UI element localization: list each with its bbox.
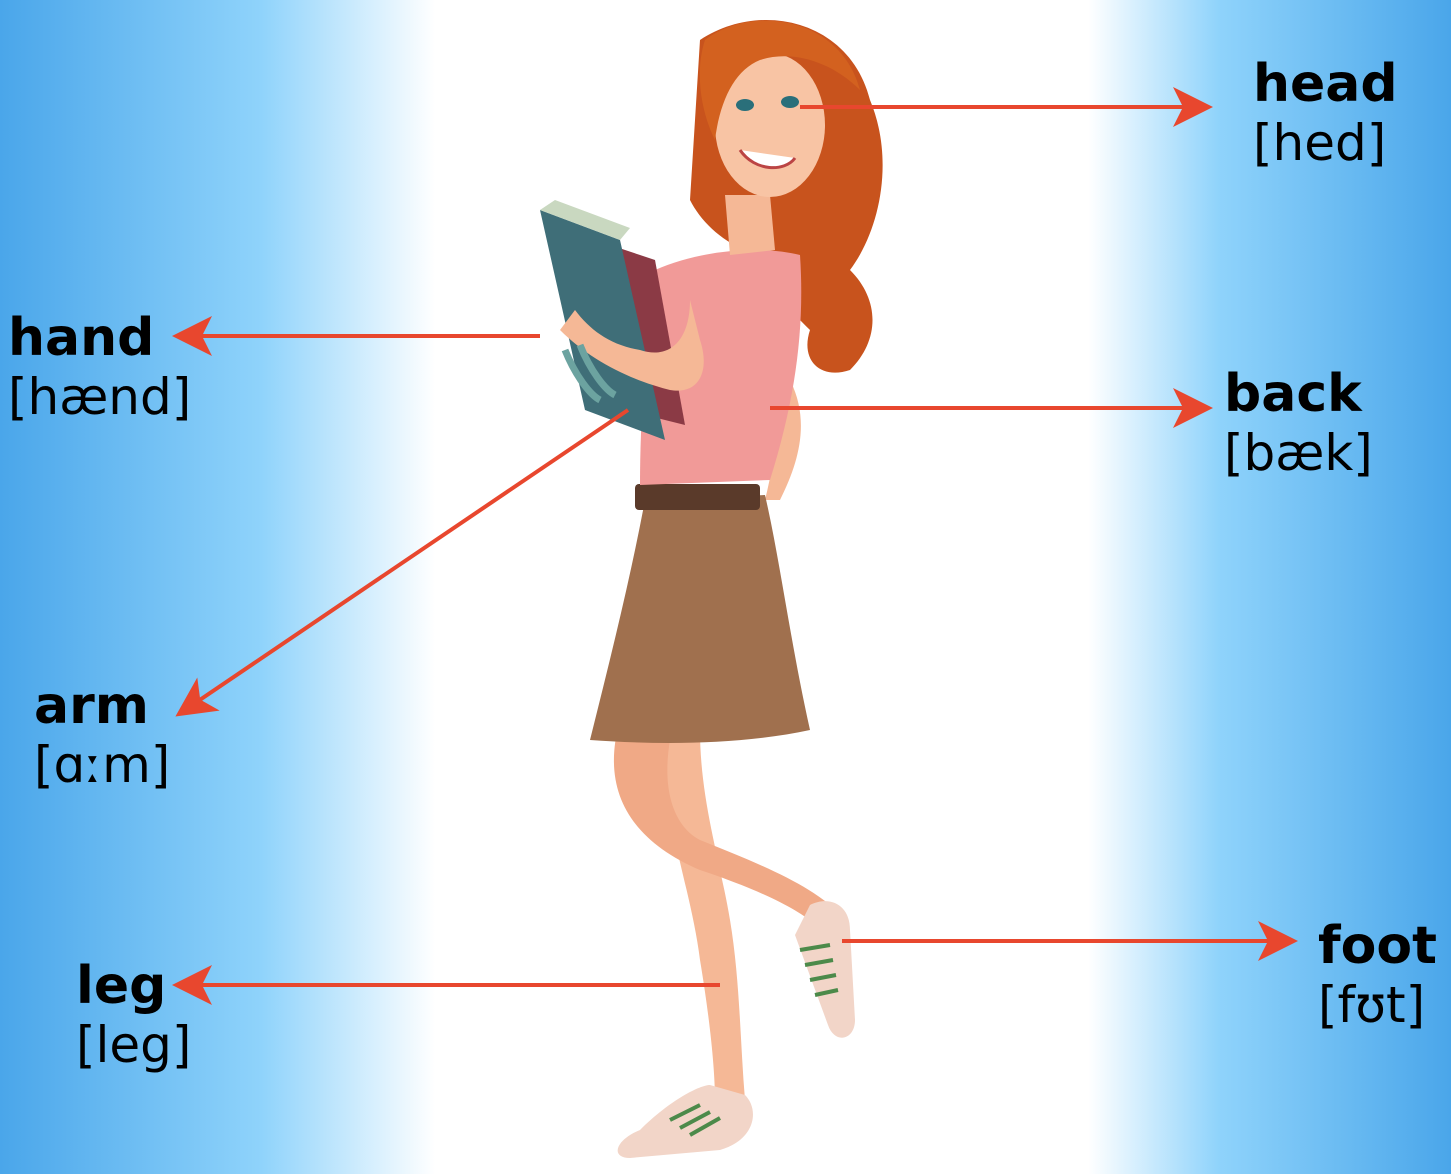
woman-illustration: [540, 20, 883, 1158]
label-back-ipa: [bæk]: [1224, 428, 1373, 478]
label-head-ipa: [hed]: [1253, 118, 1398, 168]
label-back: back [bæk]: [1224, 368, 1373, 478]
label-arm: arm [ɑːm]: [34, 680, 170, 790]
label-foot-ipa: [fʊt]: [1318, 980, 1437, 1030]
label-leg: leg [leg]: [76, 960, 191, 1070]
books: [540, 200, 685, 440]
label-foot-word: foot: [1318, 920, 1437, 972]
label-leg-word: leg: [76, 960, 191, 1012]
label-arm-word: arm: [34, 680, 170, 732]
skirt: [590, 495, 810, 743]
label-hand: hand [hænd]: [8, 312, 191, 422]
label-leg-ipa: [leg]: [76, 1020, 191, 1070]
belt: [635, 484, 760, 510]
label-hand-word: hand: [8, 312, 191, 364]
shoe-back: [795, 901, 855, 1038]
neck: [725, 195, 775, 255]
label-head: head [hed]: [1253, 58, 1398, 168]
label-hand-ipa: [hænd]: [8, 372, 191, 422]
label-foot: foot [fʊt]: [1318, 920, 1437, 1030]
label-back-word: back: [1224, 368, 1373, 420]
shoe-front: [618, 1085, 753, 1158]
arrow-arm: [182, 410, 628, 712]
label-arm-ipa: [ɑːm]: [34, 740, 170, 790]
leg-standing: [663, 720, 745, 1100]
label-head-word: head: [1253, 58, 1398, 110]
